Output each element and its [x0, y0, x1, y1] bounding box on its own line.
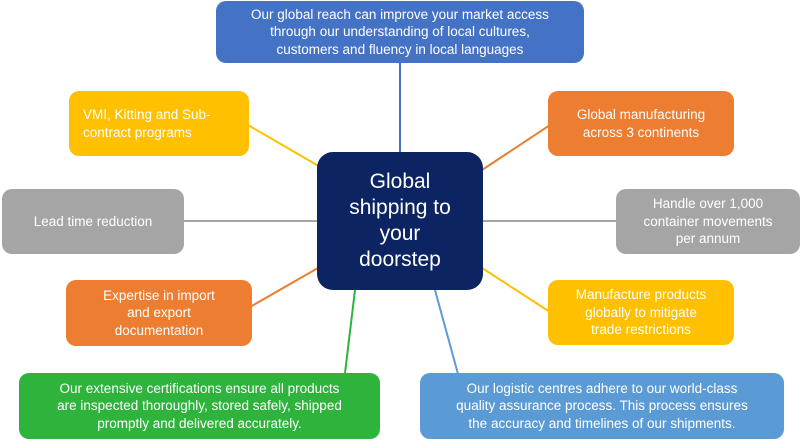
node-certifications-text: Our extensive certifications ensure all …: [57, 380, 342, 431]
node-market-access: Our global reach can improve your market…: [216, 1, 584, 63]
connector-logistic-centres: [434, 289, 459, 375]
node-container-movements: Handle over 1,000 container movements pe…: [616, 189, 800, 254]
node-market-access-text: Our global reach can improve your market…: [251, 6, 549, 57]
node-import-export: Expertise in import and export documenta…: [66, 280, 252, 346]
node-import-export-text: Expertise in import and export documenta…: [103, 287, 215, 338]
node-vmi-kitting-text: VMI, Kitting and Sub- contract programs: [83, 106, 211, 140]
center-node: Global shipping to your doorstep: [317, 152, 483, 290]
node-logistic-centres: Our logistic centres adhere to our world…: [420, 373, 784, 439]
connector-certifications: [344, 289, 356, 374]
node-lead-time: Lead time reduction: [2, 189, 184, 254]
connector-trade-restrictions: [481, 267, 551, 313]
node-trade-restrictions-text: Manufacture products globally to mitigat…: [575, 287, 707, 338]
center-node-text: Global shipping to your doorstep: [349, 169, 451, 272]
node-vmi-kitting: VMI, Kitting and Sub- contract programs: [69, 91, 249, 156]
node-certifications: Our extensive certifications ensure all …: [19, 373, 380, 439]
node-logistic-centres-text: Our logistic centres adhere to our world…: [456, 380, 748, 431]
connector-global-manufacturing: [481, 124, 551, 171]
node-container-movements-text: Handle over 1,000 container movements pe…: [643, 196, 773, 247]
node-global-manufacturing-text: Global manufacturing across 3 continents: [576, 106, 706, 140]
node-lead-time-text: Lead time reduction: [33, 213, 153, 229]
node-trade-restrictions: Manufacture products globally to mitigat…: [548, 280, 734, 345]
connector-import-export: [249, 267, 319, 308]
node-global-manufacturing: Global manufacturing across 3 continents: [548, 91, 734, 156]
connector-vmi-kitting: [247, 124, 323, 169]
